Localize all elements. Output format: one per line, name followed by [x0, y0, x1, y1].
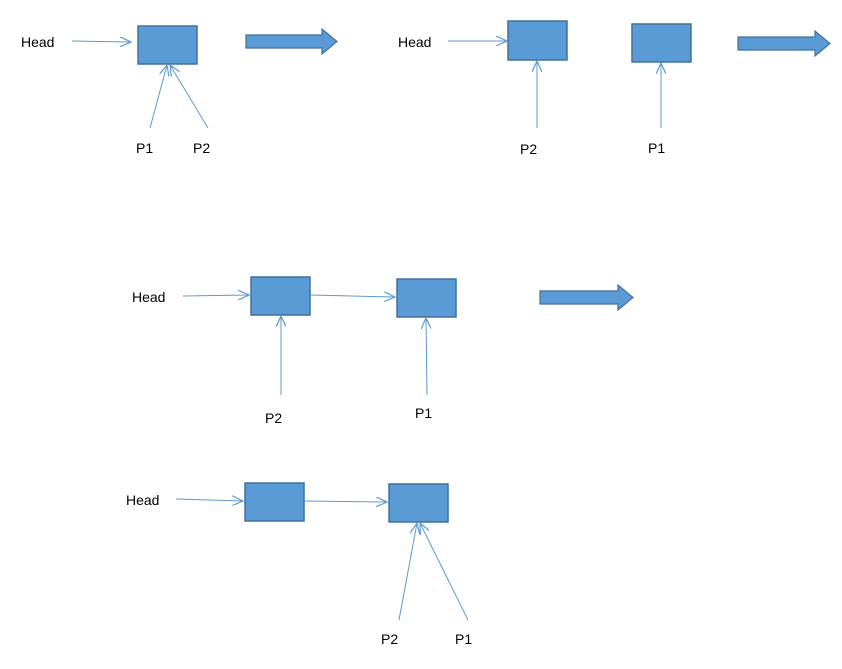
list-node	[137, 25, 198, 65]
panel-4: Head P2 P1	[126, 482, 472, 647]
step-arrow-right-icon	[245, 27, 338, 56]
list-node	[507, 20, 568, 61]
head-label: Head	[132, 289, 165, 305]
p1-label: P1	[648, 140, 665, 156]
p2-pointer-arrow	[398, 523, 417, 621]
p2-label: P2	[520, 141, 537, 157]
panel-2: Head P2 P1	[398, 20, 692, 157]
p2-label: P2	[381, 631, 398, 647]
p2-label: P2	[193, 140, 210, 156]
head-label: Head	[21, 34, 54, 50]
panel-3: Head P2 P1	[132, 276, 457, 426]
list-node	[250, 276, 311, 316]
p1-pointer-arrow	[420, 523, 469, 621]
head-pointer-arrow	[182, 295, 249, 296]
p1-pointer-arrow	[149, 65, 167, 129]
head-pointer-arrow	[71, 41, 131, 42]
list-node	[388, 483, 449, 523]
step-arrow-right-icon	[737, 29, 831, 58]
list-node	[631, 23, 692, 63]
p1-label: P1	[136, 140, 153, 156]
p1-pointer-arrow	[426, 318, 427, 396]
next-link-arrow	[310, 295, 395, 297]
head-pointer-arrow	[175, 499, 243, 501]
list-node	[244, 482, 305, 522]
p2-label: P2	[265, 410, 282, 426]
step-arrow-right-icon	[539, 283, 634, 312]
panel-1: Head P1 P2	[21, 25, 210, 156]
p1-label: P1	[455, 631, 472, 647]
p1-label: P1	[415, 405, 432, 421]
next-link-arrow	[304, 501, 387, 502]
p2-pointer-arrow	[170, 65, 209, 129]
list-node	[396, 278, 457, 318]
head-label: Head	[126, 492, 159, 508]
head-label: Head	[398, 34, 431, 50]
